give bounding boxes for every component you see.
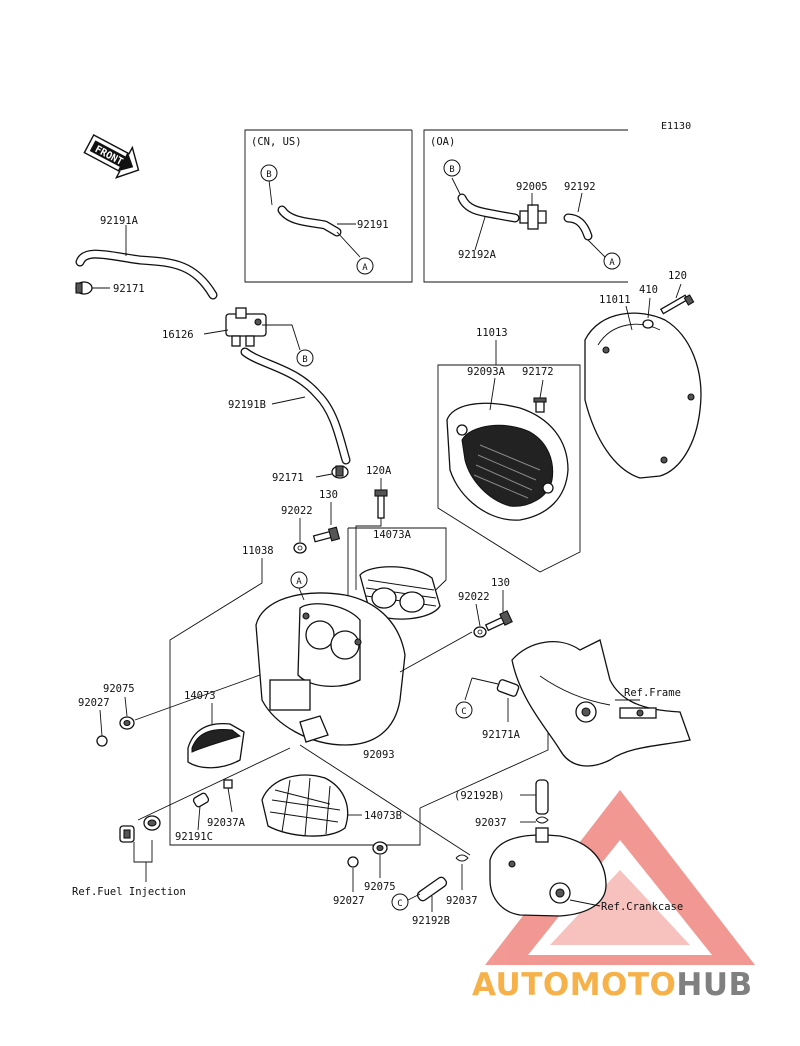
label-92191a: 92191A bbox=[100, 215, 139, 227]
label-92093a: 92093A bbox=[467, 366, 506, 378]
washer-92027-left bbox=[96, 735, 108, 747]
washer-410 bbox=[642, 319, 654, 329]
watermark-logo bbox=[485, 790, 755, 965]
clip-92037a bbox=[223, 779, 233, 789]
duct-14073b bbox=[261, 774, 349, 837]
bolt-120a bbox=[374, 489, 388, 519]
washer-92022-upper bbox=[293, 542, 307, 554]
label-92005: 92005 bbox=[516, 181, 548, 193]
label-92192b-bottom: 92192B bbox=[412, 915, 450, 927]
clamp-92171a bbox=[496, 679, 520, 697]
watermark-text: AUTOMOTOHUB bbox=[472, 967, 753, 1003]
connector-a-oa: A bbox=[609, 258, 615, 268]
hose-92191 bbox=[277, 205, 342, 237]
clip-92037-crank bbox=[535, 816, 549, 824]
watermark-part1: AUTOMOTO bbox=[472, 967, 676, 1003]
air-valve-16126 bbox=[225, 307, 267, 347]
variant-box-oa: (OA) bbox=[423, 129, 628, 283]
label-92027-bottom: 92027 bbox=[333, 895, 365, 907]
label-92037a: 92037A bbox=[207, 817, 246, 829]
hose-92191b bbox=[240, 347, 351, 465]
cover-11011 bbox=[584, 312, 702, 479]
connector-b-valve: B bbox=[302, 355, 307, 365]
frame-reference bbox=[511, 639, 691, 767]
ref-crankcase-label: Ref.Crankcase bbox=[601, 901, 683, 913]
variant-title-cn-us: (CN, US) bbox=[251, 136, 302, 148]
bolt-120 bbox=[659, 294, 695, 315]
connector-a-cnus: A bbox=[362, 263, 368, 273]
label-92192a: 92192A bbox=[458, 249, 497, 261]
label-92027-left: 92027 bbox=[78, 697, 110, 709]
label-92037-crank: 92037 bbox=[475, 817, 507, 829]
grommet-92075-bottom bbox=[372, 841, 388, 855]
label-11038: 11038 bbox=[242, 545, 274, 557]
clamp-92171-mid bbox=[331, 465, 349, 479]
bolt-130-right bbox=[484, 610, 513, 632]
connector-markers: B A B A B bbox=[260, 159, 621, 367]
element-group-11013 bbox=[437, 364, 581, 573]
label-14073b: 14073B bbox=[364, 810, 402, 822]
label-92192b-paren: (92192B) bbox=[454, 790, 505, 802]
duct-14073a bbox=[359, 566, 441, 620]
washer-92027-bottom bbox=[347, 856, 359, 868]
label-92022-right: 92022 bbox=[458, 591, 490, 603]
label-92075-bottom: 92075 bbox=[364, 881, 396, 893]
label-92037-bottom: 92037 bbox=[446, 895, 478, 907]
label-92192: 92192 bbox=[564, 181, 596, 193]
joint-92005 bbox=[519, 204, 547, 230]
housing-11038 bbox=[255, 592, 406, 746]
connector-b-oa: B bbox=[449, 165, 454, 175]
label-92191c: 92191C bbox=[175, 831, 213, 843]
hose-92192b-paren bbox=[535, 779, 549, 815]
label-92093: 92093 bbox=[363, 749, 395, 761]
hose-92192a bbox=[457, 193, 520, 223]
clip-92037-bottom bbox=[455, 854, 469, 862]
hose-92192 bbox=[563, 213, 593, 241]
front-arrow-icon: FRONT bbox=[83, 134, 140, 179]
connector-a-housing: A bbox=[296, 577, 302, 587]
part-labels: 92191 92005 92192 92192A 92191A 92171 16… bbox=[78, 181, 687, 927]
label-14073a: 14073A bbox=[373, 529, 412, 541]
label-92191b: 92191B bbox=[228, 399, 266, 411]
hose-92191a bbox=[75, 249, 218, 300]
washer-92022-right bbox=[473, 626, 487, 638]
connector-b-cnus: B bbox=[266, 170, 271, 180]
label-16126: 16126 bbox=[162, 329, 194, 341]
label-11011: 11011 bbox=[599, 294, 631, 306]
label-92171a: 92171A bbox=[482, 729, 521, 741]
label-130-upper: 130 bbox=[319, 489, 338, 501]
diagram-code: E1130 bbox=[661, 121, 691, 132]
svg-text:AUTOMOTOHUB: AUTOMOTOHUB bbox=[472, 967, 753, 1003]
connector-c-frame: C bbox=[461, 707, 466, 717]
label-92171-top: 92171 bbox=[113, 283, 145, 295]
clamp-fuel-injection bbox=[119, 815, 161, 843]
label-410: 410 bbox=[639, 284, 658, 296]
watermark-part2: HUB bbox=[676, 967, 752, 1003]
screw-92172 bbox=[533, 397, 547, 413]
label-120a: 120A bbox=[366, 465, 392, 477]
label-92191: 92191 bbox=[357, 219, 389, 231]
duct-14073 bbox=[187, 722, 245, 769]
connector-c-bottom: C bbox=[397, 899, 402, 909]
label-92172: 92172 bbox=[522, 366, 554, 378]
hose-92191c bbox=[192, 792, 210, 808]
label-120: 120 bbox=[668, 270, 687, 282]
label-14073: 14073 bbox=[184, 690, 216, 702]
label-92171-mid: 92171 bbox=[272, 472, 304, 484]
label-130-right: 130 bbox=[491, 577, 510, 589]
crankcase-reference bbox=[489, 827, 607, 917]
clamp-92171-top bbox=[75, 281, 93, 295]
hose-92192b-bottom bbox=[416, 876, 448, 902]
ref-fuel-injection-label: Ref.Fuel Injection bbox=[72, 886, 186, 898]
ref-frame-label: Ref.Frame bbox=[624, 687, 681, 699]
variant-title-oa: (OA) bbox=[430, 136, 455, 148]
bolt-130-upper bbox=[312, 526, 341, 543]
label-11013: 11013 bbox=[476, 327, 508, 339]
grommet-92075-left bbox=[119, 716, 135, 730]
element-92093a bbox=[446, 402, 569, 521]
label-92022-upper: 92022 bbox=[281, 505, 313, 517]
label-92075-left: 92075 bbox=[103, 683, 135, 695]
variant-box-cn-us: (CN, US) bbox=[244, 129, 413, 283]
